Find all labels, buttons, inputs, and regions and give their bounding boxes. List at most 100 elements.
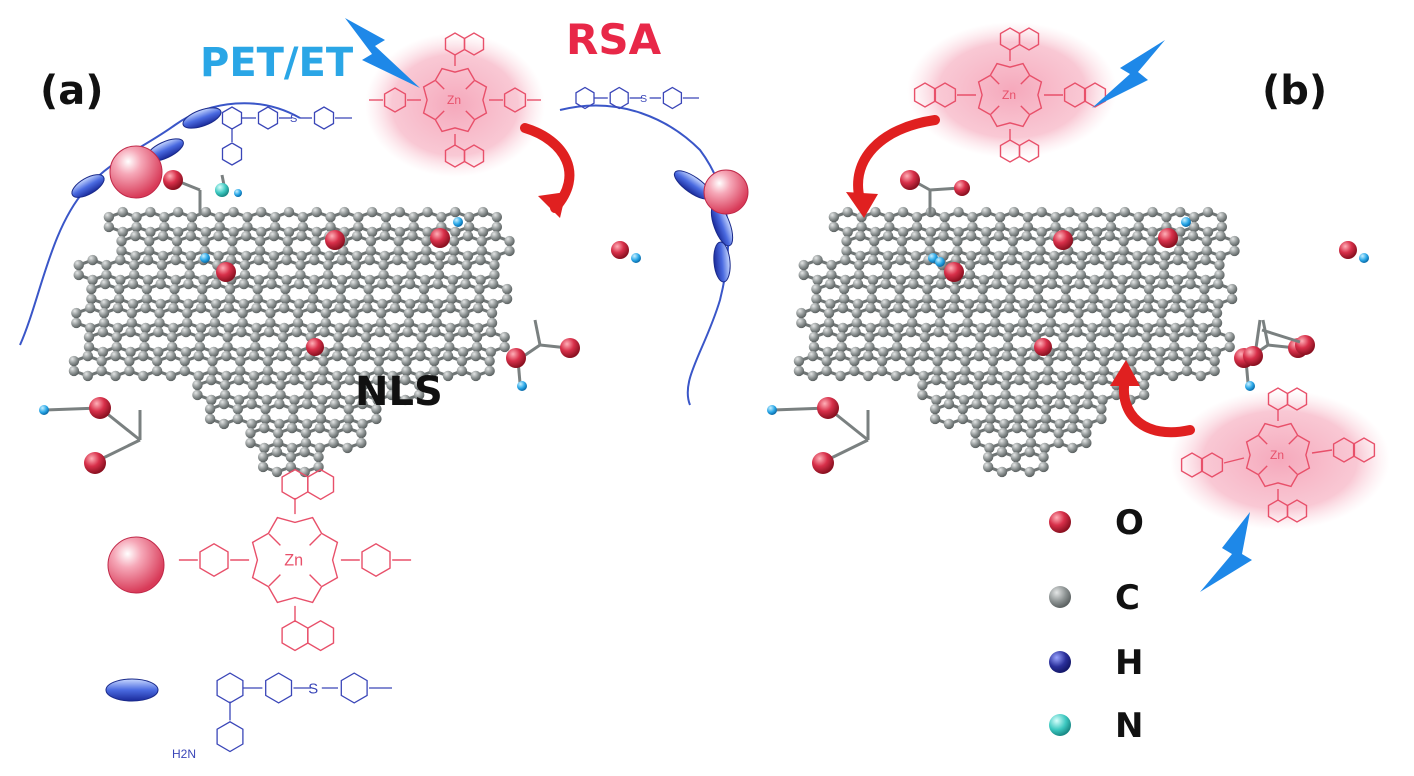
carbon-atom xyxy=(970,427,981,439)
carbon-atom xyxy=(895,254,906,266)
carbon-atom xyxy=(1141,331,1152,343)
carbon-atom xyxy=(952,245,963,257)
carbon-atom xyxy=(180,346,192,358)
carbon-atom xyxy=(85,302,96,314)
carbon-atom xyxy=(1201,245,1212,257)
carbon-atom xyxy=(165,350,177,362)
carbon-atom xyxy=(1143,283,1155,295)
carbon-atom xyxy=(958,394,970,406)
carbon-atom xyxy=(430,346,441,358)
curved-arrow-head xyxy=(846,192,878,218)
carbon-atom xyxy=(401,355,412,367)
carbon-atom xyxy=(456,365,468,377)
carbon-atom xyxy=(987,365,999,377)
carbon-atom xyxy=(890,350,902,362)
carbon-atom xyxy=(144,235,155,247)
carbon-atom xyxy=(1146,245,1157,257)
carbon-atom xyxy=(265,307,276,319)
carbon-atom xyxy=(242,211,253,223)
carbon-atom xyxy=(1017,317,1029,329)
carbon-atom xyxy=(285,461,297,473)
carbon-atom xyxy=(879,317,890,329)
carbon-atom xyxy=(1050,211,1061,223)
carbon-atom xyxy=(810,322,821,334)
carbon-atom xyxy=(1126,355,1137,367)
carbon-atom xyxy=(947,331,958,343)
carbon-atom xyxy=(208,326,219,338)
carbon-atom xyxy=(1202,206,1214,218)
carbon-atom xyxy=(881,269,893,281)
carbon-atom xyxy=(1090,235,1102,247)
carbon-atom xyxy=(1114,302,1126,314)
carbon-atom xyxy=(1226,283,1238,295)
carbon-atom xyxy=(1025,427,1037,439)
carbon-atom xyxy=(1097,394,1108,406)
carbon-atom xyxy=(155,298,166,310)
carbon-atom xyxy=(378,259,389,271)
carbon-atom xyxy=(1157,298,1169,310)
carbon-atom xyxy=(1195,370,1206,382)
carbon-atom xyxy=(294,278,305,290)
carbon-atom xyxy=(864,341,875,353)
carbon-atom xyxy=(296,230,307,242)
carbon-atom xyxy=(138,370,149,382)
carbon-atom xyxy=(400,394,411,406)
carbon-atom xyxy=(1119,226,1131,238)
carbon-atom xyxy=(880,298,891,310)
carbon-atom xyxy=(1138,379,1150,391)
carbon-atom xyxy=(852,278,864,290)
carbon-atom xyxy=(476,235,487,247)
carbon-atom xyxy=(1022,221,1034,233)
carbon-atom xyxy=(486,317,498,329)
carbon-atom xyxy=(460,298,471,310)
carbon-atom xyxy=(978,254,990,266)
carbon-atom xyxy=(1028,379,1039,391)
carbon-atom xyxy=(1215,250,1226,262)
carbon-atom xyxy=(1005,293,1016,305)
carbon-atom xyxy=(113,283,125,295)
carbon-atom xyxy=(1074,298,1085,310)
carbon-atom xyxy=(115,254,126,266)
carbon-atom xyxy=(994,211,1006,223)
carbon-atom xyxy=(401,365,412,377)
carbon-atom xyxy=(1129,298,1141,310)
carbon-atom xyxy=(115,274,126,286)
carbon-atom xyxy=(364,254,375,266)
carbon-atom xyxy=(233,394,245,406)
carbon-atom xyxy=(447,254,459,266)
carbon-atom xyxy=(1097,374,1108,386)
carbon-atom xyxy=(821,355,832,367)
carbon-atom xyxy=(310,245,321,257)
carbon-atom xyxy=(282,245,293,257)
carbon-atom xyxy=(471,331,483,343)
carbon-atom xyxy=(199,235,210,247)
carbon-atom xyxy=(140,302,151,314)
carbon-atom xyxy=(1036,206,1047,218)
carbon-atom xyxy=(289,374,300,386)
carbon-atom xyxy=(391,293,402,305)
carbon-atom xyxy=(1181,355,1193,367)
carbon-atom xyxy=(278,302,290,314)
carbon-atom xyxy=(1081,427,1092,439)
carbon-atom xyxy=(904,365,915,377)
carbon-atom xyxy=(999,398,1010,410)
carbon-atom xyxy=(1175,206,1186,218)
carbon-atom xyxy=(213,250,224,262)
carbon-atom xyxy=(96,365,107,377)
hydrogen-atom xyxy=(200,253,210,263)
carbon-atom xyxy=(856,221,867,233)
carbon-atom xyxy=(501,293,513,305)
carbon-atom xyxy=(1195,350,1206,362)
carbon-atom xyxy=(851,317,862,329)
carbon-atom xyxy=(130,250,141,262)
carbon-atom xyxy=(322,259,334,271)
carbon-atom xyxy=(905,326,917,338)
carbon-atom xyxy=(1011,442,1023,454)
carbon-atom xyxy=(976,302,987,314)
carbon-atom xyxy=(319,326,330,338)
carbon-atom xyxy=(236,346,247,358)
carbon-atom xyxy=(957,413,969,425)
carbon-atom xyxy=(796,307,807,319)
carbon-atom xyxy=(849,355,860,367)
carbon-atom xyxy=(918,350,929,362)
